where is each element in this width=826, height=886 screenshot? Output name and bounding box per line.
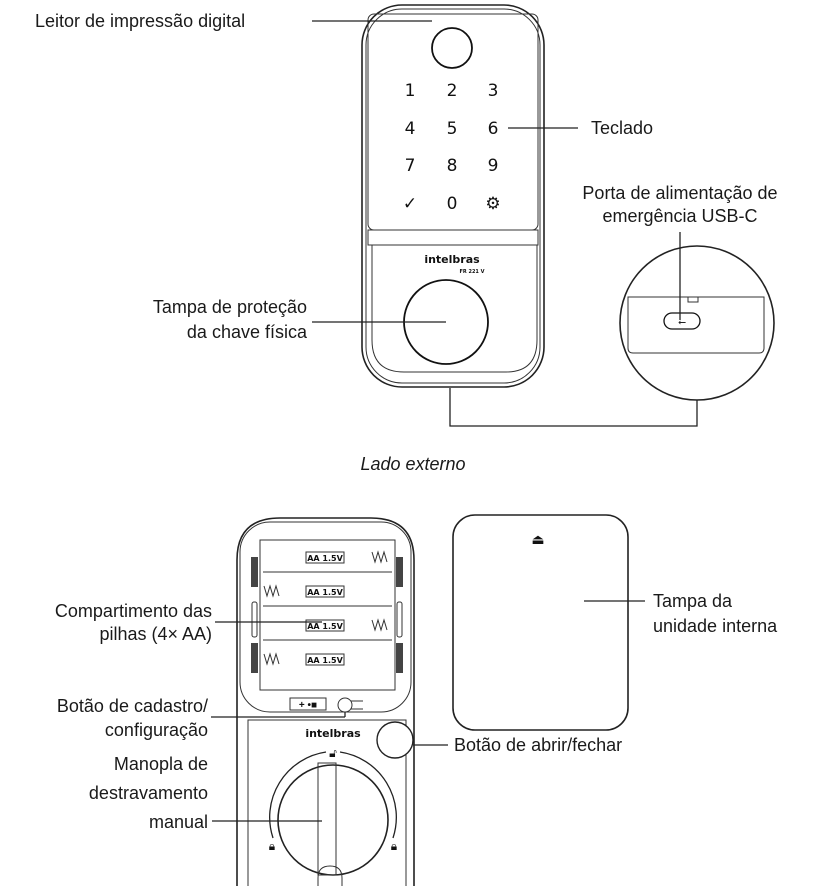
battery-compartment-label-line1: Compartimento das: [55, 601, 212, 621]
key-5: 5: [447, 119, 458, 139]
cover-label-line2: unidade interna: [653, 616, 778, 636]
fingerprint-reader-icon: [431, 27, 473, 69]
battery-label: AA 1.5V: [307, 554, 343, 563]
key-6: 6: [488, 119, 499, 139]
usb-label-line1: Porta de alimentação de: [582, 183, 777, 203]
key-0: 0: [447, 194, 458, 214]
key-8: 8: [447, 156, 458, 176]
register-button[interactable]: [337, 697, 353, 713]
brand-logo: intelbras: [424, 253, 480, 266]
usb-c-port-icon: [663, 312, 701, 330]
model-label: FR 221 V: [459, 269, 484, 275]
locked-icon: 🔒︎: [269, 839, 275, 853]
open-close-label: Botão de abrir/fechar: [454, 735, 622, 755]
keypad: 1 2 3 4 5 6 7 8 9 ✓ 0 ⚙: [403, 81, 501, 214]
usb-detail: ⭠: [449, 232, 775, 427]
key-cover-label-line2: da chave física: [187, 322, 308, 342]
keypad-label: Teclado: [591, 118, 653, 138]
key-2: 2: [447, 81, 458, 101]
key-7: 7: [405, 156, 416, 176]
open-close-button[interactable]: [376, 721, 414, 759]
usb-label-line2: emergência USB-C: [602, 206, 757, 226]
knob-label-line2: destravamento: [89, 783, 208, 803]
knob-label-line3: manual: [149, 812, 208, 832]
eject-icon: ⏏: [531, 531, 544, 547]
key-4: 4: [405, 119, 416, 139]
check-key-icon: ✓: [403, 194, 417, 214]
cover-label-line1: Tampa da: [653, 591, 733, 611]
unlocked-icon: 🔓︎: [329, 746, 337, 760]
usb-symbol-icon: ⭠: [678, 317, 686, 328]
manual-knob[interactable]: [277, 764, 389, 876]
battery-label: AA 1.5V: [307, 656, 343, 665]
external-side-caption: Lado externo: [360, 454, 465, 474]
external-lock-unit: 1 2 3 4 5 6 7 8 9 ✓ 0 ⚙ intelbras FR 221…: [361, 4, 545, 388]
key-cover-label-line1: Tampa de proteção: [153, 297, 307, 317]
register-button-label-line2: configuração: [105, 720, 208, 740]
internal-lock-unit: AA 1.5V AA 1.5V AA 1.5V AA 1.5V + •■ int…: [236, 517, 415, 886]
battery-label: AA 1.5V: [307, 622, 343, 631]
battery-compartment: AA 1.5V AA 1.5V AA 1.5V AA 1.5V: [263, 550, 392, 666]
fingerprint-label: Leitor de impressão digital: [35, 11, 245, 31]
knob-label-line1: Manopla de: [114, 754, 208, 774]
key-3: 3: [488, 81, 499, 101]
battery-polarity-icon: + •■: [299, 700, 317, 711]
register-button-label-line1: Botão de cadastro/: [57, 696, 208, 716]
battery-compartment-label-line2: pilhas (4× AA): [99, 624, 212, 644]
brand-logo: intelbras: [305, 727, 361, 740]
locked-icon: 🔒︎: [391, 839, 397, 853]
key-1: 1: [405, 81, 416, 101]
battery-label: AA 1.5V: [307, 588, 343, 597]
key-9: 9: [488, 156, 499, 176]
internal-cover: ⏏: [452, 514, 629, 731]
gear-key-icon: ⚙: [485, 194, 500, 214]
